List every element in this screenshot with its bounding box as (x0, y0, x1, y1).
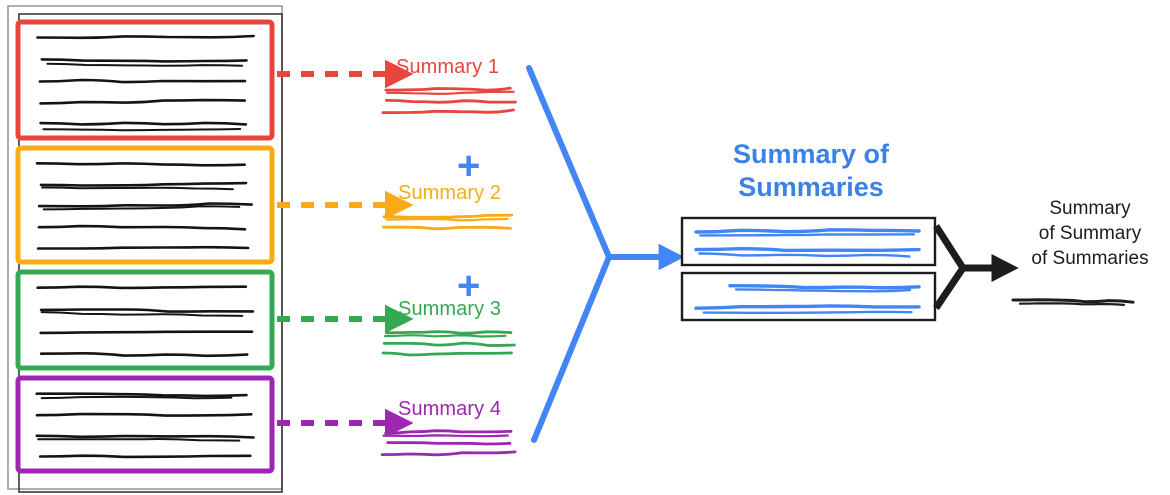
summary-line (386, 441, 512, 446)
chunk-text-line (46, 62, 244, 67)
document-chunk-4[interactable] (15, 375, 275, 474)
summary-line (384, 429, 513, 435)
chunk-text-line (36, 285, 248, 290)
summary-line (385, 217, 509, 222)
chunk-text-line (37, 202, 253, 208)
chunk-text-line (38, 78, 247, 84)
final-summary-underline (1011, 298, 1135, 306)
summary-3-scribble (381, 330, 516, 357)
sos-line (728, 284, 921, 290)
chunk-text-line (36, 245, 250, 250)
sos-line (698, 252, 911, 258)
summary-2-scribble (382, 213, 514, 231)
final-summary-line (1011, 298, 1135, 304)
sos-line (702, 310, 913, 315)
chunk-text-line (40, 58, 248, 63)
chunk-text-line (39, 351, 249, 358)
summary-line (382, 213, 514, 219)
chunk-text-line (36, 34, 255, 40)
sos-box-1[interactable] (680, 216, 937, 267)
summary-line (385, 330, 513, 335)
final-summary-line-1: Summary (1049, 198, 1131, 219)
sos-title-line-1: Summary of (732, 139, 890, 169)
document-chunk-1[interactable] (15, 19, 275, 141)
sos-title-line-2: Summaries (738, 171, 884, 202)
chunk-text-line (37, 224, 247, 231)
document-chunk-2[interactable] (15, 145, 275, 265)
black-merge-connector (933, 224, 1019, 310)
summary-4-scribble (380, 429, 517, 457)
chunk-text-line (35, 392, 248, 398)
chunk-text-line (35, 162, 246, 167)
summary-line (382, 434, 509, 438)
sos-line (694, 246, 921, 253)
plus-icon-1: + (457, 144, 481, 188)
summary-1-label: Summary 1 (396, 56, 500, 78)
blue-merge-top-branch (526, 65, 612, 260)
chunk-text-line (40, 395, 233, 400)
summary-4-label: Summary 4 (398, 398, 502, 420)
chunk-box-green[interactable] (15, 269, 275, 371)
document-chunk-group (15, 19, 275, 474)
summary-line (380, 450, 517, 457)
summary-line (381, 108, 515, 114)
chunk-text-line (39, 121, 248, 126)
final-summary-line (1018, 302, 1126, 306)
chunk-text-line (39, 308, 255, 313)
dashed-arrow-group (277, 59, 414, 438)
chunk-text-line (37, 437, 241, 442)
chunk-text-line (40, 311, 244, 317)
blue-merge-bottom-branch (531, 254, 612, 443)
chunk-text-line (39, 98, 247, 105)
summary-line (382, 225, 512, 231)
chunk-box-purple[interactable] (15, 375, 275, 474)
black-merge-bottom-branch (933, 266, 966, 310)
chunk-text-line (35, 412, 253, 417)
summary-line (384, 86, 512, 92)
chunk-text-line (42, 128, 242, 132)
summary-1-scribble (381, 86, 517, 114)
summary-of-summaries-title: Summary of Summaries (686, 138, 936, 204)
sos-line (734, 288, 912, 293)
summary-line (384, 334, 507, 338)
summary-2-label: Summary 2 (398, 182, 502, 204)
sos-line (694, 304, 921, 310)
chunk-text-line (39, 330, 254, 335)
chunk-text-line (39, 181, 248, 187)
chunk-text-line (41, 186, 234, 191)
plus-icon-2: + (457, 264, 481, 308)
sos-line (694, 228, 921, 234)
final-summary-label: Summary of Summary of Summaries (1020, 196, 1160, 271)
summary-line (385, 90, 515, 96)
summary-line (382, 341, 516, 347)
summary-3-label: Summary 3 (398, 298, 502, 320)
blue-merge-connector (526, 65, 685, 443)
chunk-box-red[interactable] (15, 19, 275, 141)
sos-box-1-border[interactable] (680, 216, 937, 267)
summary-line (385, 99, 517, 104)
chunk-text-line (35, 434, 255, 439)
sos-box-2[interactable] (680, 271, 937, 322)
chunk-text-line (38, 454, 252, 459)
final-summary-line-2: of Summary (1038, 223, 1142, 245)
summary-of-summaries-boxes (680, 216, 937, 322)
summary-line (381, 351, 513, 357)
black-merge-top-branch (933, 224, 966, 270)
chunk-text-line (42, 205, 241, 211)
summary-scribble-group (380, 86, 517, 457)
sos-line (699, 233, 916, 237)
final-summary-line-3: of Summaries (1031, 248, 1149, 270)
document-chunk-3[interactable] (15, 269, 275, 371)
